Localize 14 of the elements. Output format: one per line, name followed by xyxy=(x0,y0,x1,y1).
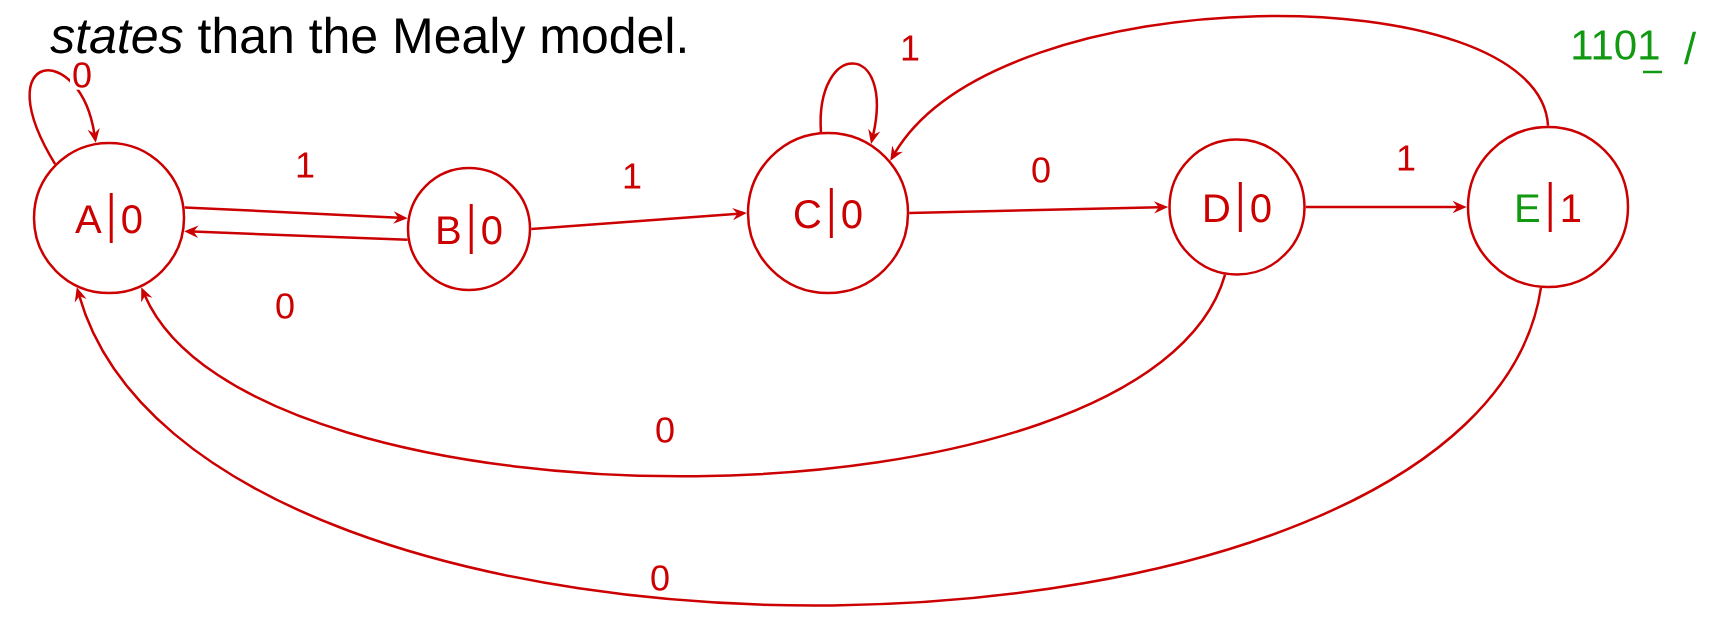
edge-label: 0 xyxy=(648,563,672,593)
edge-label: 1 xyxy=(620,161,644,191)
edge-label: 0 xyxy=(70,60,94,90)
edge-label: 1 xyxy=(1394,143,1418,173)
edge-label: 0 xyxy=(1029,155,1053,185)
annotation-text: 1101 xyxy=(1573,30,1659,60)
edge-label: 0 xyxy=(653,415,677,445)
annotation-text: / xyxy=(1683,31,1697,65)
arrow xyxy=(141,274,1227,478)
edge-label: 1 xyxy=(898,33,922,63)
arrow xyxy=(74,287,1543,607)
edge-label: 0 xyxy=(273,291,297,321)
edge-label: 1 xyxy=(293,150,317,180)
arrow xyxy=(28,69,100,165)
